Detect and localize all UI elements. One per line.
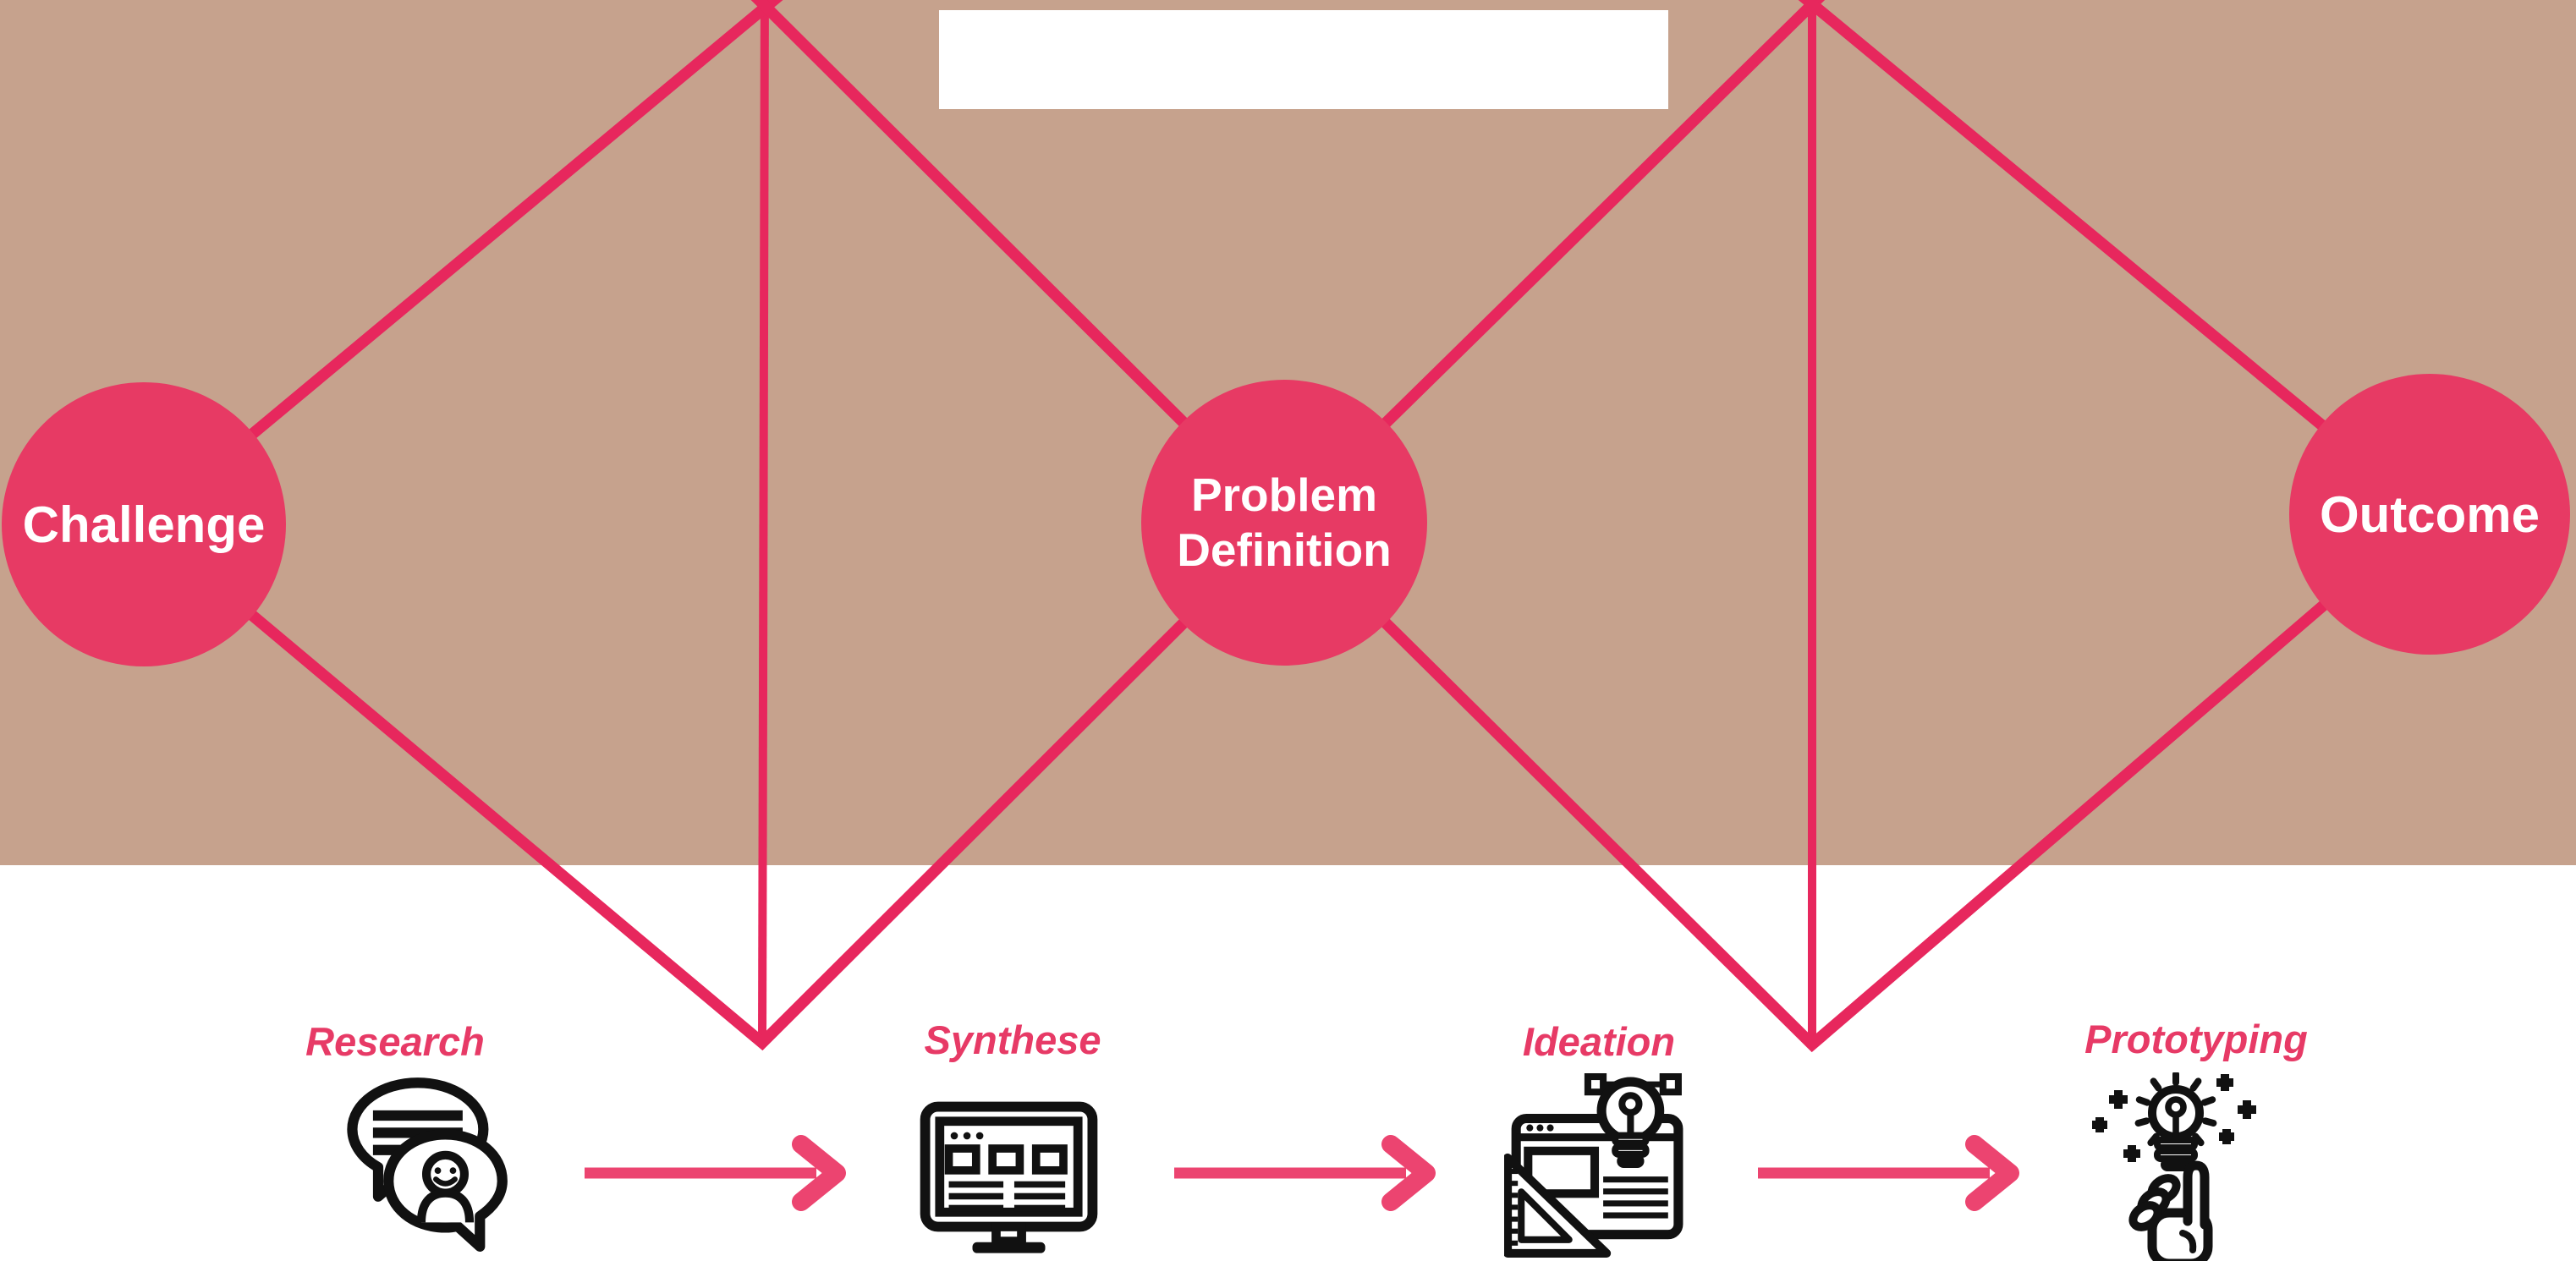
phase-label-prototyping: Prototyping [2084,1017,2308,1061]
diamond1-upper-left-line [140,0,783,529]
challenge-node: Challenge [2,382,286,666]
arrow-research-to-synthese [579,1122,850,1224]
problem-definition-label-line2: Definition [1177,524,1392,576]
arrow-synthese-to-ideation [1169,1122,1440,1224]
blank-title-box [939,10,1668,109]
phase-label-research: Research [305,1019,485,1064]
diamond1-vertical-line [758,0,769,1044]
diamond2-lower-edges [1280,509,2434,1053]
hand-pointing-lightbulb-icon [2090,1072,2267,1261]
diamond1-lower-edges [140,518,1288,1051]
browser-lightbulb-ruler-icon [1504,1072,1683,1260]
challenge-label: Challenge [22,496,266,553]
outcome-node: Outcome [2289,374,2570,655]
phase-label-ideation: Ideation [1522,1019,1676,1064]
outcome-label: Outcome [2319,485,2540,543]
arrow-ideation-to-prototyping [1753,1122,2024,1224]
speech-bubbles-conversation-icon [337,1072,509,1253]
monitor-wireframe-icon [918,1101,1100,1256]
phase-label-synthese: Synthese [924,1017,1101,1062]
problem-definition-label-line1: Problem [1190,469,1378,522]
problem-definition-node: Problem Definition [1141,380,1427,666]
